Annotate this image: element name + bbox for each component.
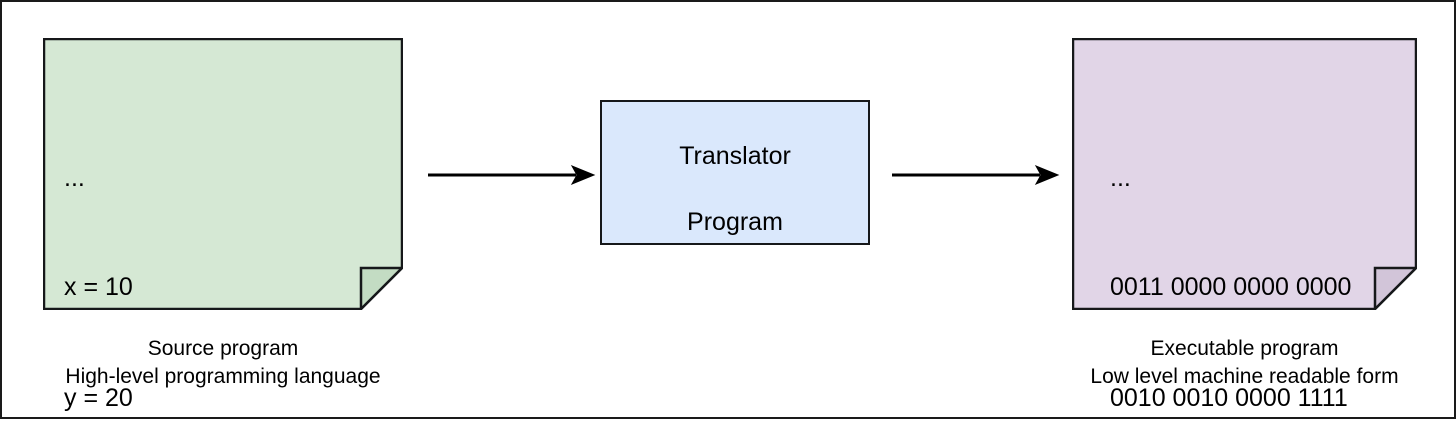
- source-caption-subtitle: High-level programming language: [65, 365, 381, 388]
- executable-caption-subtitle: Low level machine readable form: [1090, 365, 1399, 388]
- translator-program-label: Translator Program: [679, 107, 791, 239]
- source-document-shape: [43, 38, 403, 310]
- source-code-line-2: y = 20: [64, 384, 133, 412]
- executable-program-document[interactable]: ... 0011 0000 0000 0000 0010 0010 0000 1…: [1072, 38, 1417, 412]
- translator-program-box[interactable]: Translator Program: [600, 100, 870, 245]
- source-program-caption: Source program High-level programming la…: [23, 335, 423, 391]
- arrow-translator-to-executable: [892, 164, 1060, 186]
- executable-code-line-2: 0010 0010 0000 1111: [1110, 384, 1348, 412]
- executable-program-caption: Executable program Low level machine rea…: [1042, 335, 1447, 391]
- frame-right-border: [1454, 0, 1456, 419]
- executable-code-text: ... 0011 0000 0000 0000 0010 0010 0000 1…: [1110, 88, 1353, 428]
- frame-left-border: [0, 0, 2, 419]
- frame-top-border: [0, 0, 1456, 2]
- source-code-line-0: ...: [64, 164, 85, 192]
- executable-caption-title: Executable program: [1150, 337, 1339, 360]
- source-program-document[interactable]: ... x = 10 y = 20 z = x + y ...: [43, 38, 403, 412]
- source-code-line-1: x = 10: [64, 273, 133, 301]
- executable-document-shape: [1072, 38, 1417, 310]
- executable-code-line-1: 0011 0000 0000 0000: [1110, 273, 1352, 301]
- arrow-source-to-translator: [428, 164, 596, 186]
- translator-label-line1: Translator: [679, 141, 791, 170]
- frame-bottom-border: [0, 417, 1456, 419]
- executable-code-line-0: ...: [1110, 164, 1131, 192]
- source-caption-title: Source program: [147, 337, 299, 360]
- source-code-text: ... x = 10 y = 20 z = x + y ...: [64, 88, 158, 428]
- translator-label-line2: Program: [687, 207, 783, 236]
